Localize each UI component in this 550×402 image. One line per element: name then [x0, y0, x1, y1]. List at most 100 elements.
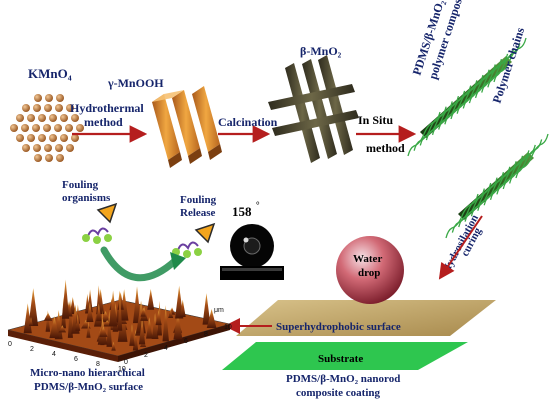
kmno4-particle — [44, 144, 52, 152]
kmno4-particle — [32, 124, 40, 132]
polymer-chain — [407, 133, 425, 157]
kmno4-particles — [10, 94, 84, 162]
afm-peak — [119, 289, 129, 321]
water-drop-label-1: Water — [353, 253, 382, 265]
afm-peak — [202, 293, 211, 325]
kmno4-particle — [66, 104, 74, 112]
kmno4-particle — [22, 144, 30, 152]
substrate-label: Substrate — [318, 353, 363, 365]
in-situ-label: In Situ — [358, 113, 393, 127]
polymer-chain — [493, 59, 511, 83]
fouling-organisms-label-1: Fouling — [62, 179, 99, 191]
polymer-chain — [477, 188, 495, 211]
afm-x-tick: 4 — [52, 351, 56, 358]
afm-peak — [75, 304, 80, 324]
water-drop-label-2: drop — [358, 267, 380, 279]
kmno4-particle — [60, 134, 68, 142]
polymer-chain — [456, 91, 474, 114]
kmno4-particle — [38, 134, 46, 142]
kmno4-particle — [44, 104, 52, 112]
polymer-chain — [502, 166, 520, 190]
afm-peak — [85, 293, 90, 314]
water-drop — [336, 236, 404, 304]
kmno4-particle — [49, 114, 57, 122]
afm-peak — [28, 288, 39, 327]
kmno4-particle — [49, 134, 57, 142]
coating-label-1: PDMS/β-MnO₂ nanorod — [286, 373, 400, 385]
afm-y-tick: 10 — [224, 324, 232, 331]
afm-peak — [129, 323, 135, 346]
contact-angle-degree: ° — [256, 200, 260, 210]
polymer-chain — [458, 204, 476, 228]
contact-angle-value: 158 — [232, 204, 252, 219]
contact-angle-image — [220, 224, 284, 280]
fouling-release-label-1: Fouling — [180, 194, 217, 206]
fouling-organism-2 — [172, 222, 216, 258]
afm-x-tick: 6 — [74, 356, 78, 363]
afm-peak — [140, 307, 146, 317]
afm-y-tick: 4 — [164, 345, 168, 352]
fouling-organisms-label-2: organisms — [62, 192, 111, 204]
kmno4-particle — [66, 144, 74, 152]
afm-peak — [168, 309, 174, 318]
polymer-chain — [481, 70, 499, 93]
afm-peak — [58, 325, 67, 333]
kmno4-label: KMnO₄ — [28, 66, 72, 81]
afm-peak — [162, 305, 169, 342]
polymer-chain — [464, 199, 482, 222]
kmno4-particle — [71, 114, 79, 122]
fouling-organism-1 — [82, 202, 118, 244]
afm-peak — [136, 300, 146, 334]
afm-peak — [43, 312, 53, 321]
afm-peak — [86, 321, 91, 338]
polymer-chain — [474, 75, 493, 99]
afm-y-tick: 2 — [144, 352, 148, 359]
kmno4-particle — [45, 94, 53, 102]
polymer-chain — [413, 128, 431, 151]
polymer-chain — [531, 133, 549, 157]
calcination-label: Calcination — [218, 115, 278, 129]
afm-x-tick: 2 — [30, 346, 34, 353]
afm-y-tick: 6 — [184, 338, 188, 345]
kmno4-particle — [76, 124, 84, 132]
polymer-chain — [425, 117, 444, 141]
kmno4-particle — [34, 94, 42, 102]
afm-peak — [206, 309, 217, 329]
afm-peak — [111, 341, 116, 351]
afm-peak — [108, 290, 118, 327]
afm-peak — [179, 299, 186, 317]
polymer-chain — [444, 102, 462, 125]
polymer-chain — [451, 210, 469, 233]
beta-mno2-rods — [268, 55, 359, 163]
release-arrow-head — [170, 252, 186, 270]
kmno4-particle — [21, 124, 29, 132]
afm-peak — [67, 299, 73, 338]
afm-peak — [117, 292, 124, 310]
afm-peak — [146, 317, 153, 339]
kmno4-particle — [38, 114, 46, 122]
polymer-chain — [496, 172, 514, 195]
afm-peak — [28, 317, 34, 326]
afm-peak — [138, 318, 146, 345]
afm-peak — [96, 285, 102, 315]
polymer-chain — [509, 37, 527, 61]
afm-peak — [49, 316, 60, 339]
polymer-chain — [470, 193, 489, 217]
kmno4-particle — [33, 144, 41, 152]
kmno4-particle — [56, 154, 64, 162]
afm-peak — [106, 310, 113, 347]
method-label-2: method — [366, 141, 405, 155]
afm-peak — [96, 303, 102, 322]
afm-y-tick: 0 — [124, 359, 128, 366]
kmno4-particle — [34, 154, 42, 162]
polymer-chain — [462, 86, 480, 109]
polymer-chain — [489, 177, 508, 200]
coating-stack — [222, 236, 496, 370]
kmno4-particle — [71, 134, 79, 142]
afm-x-tick: 0 — [8, 341, 12, 348]
composite-rod-top — [407, 37, 527, 157]
afm-peak — [86, 302, 94, 322]
polymer-chain — [487, 65, 505, 88]
